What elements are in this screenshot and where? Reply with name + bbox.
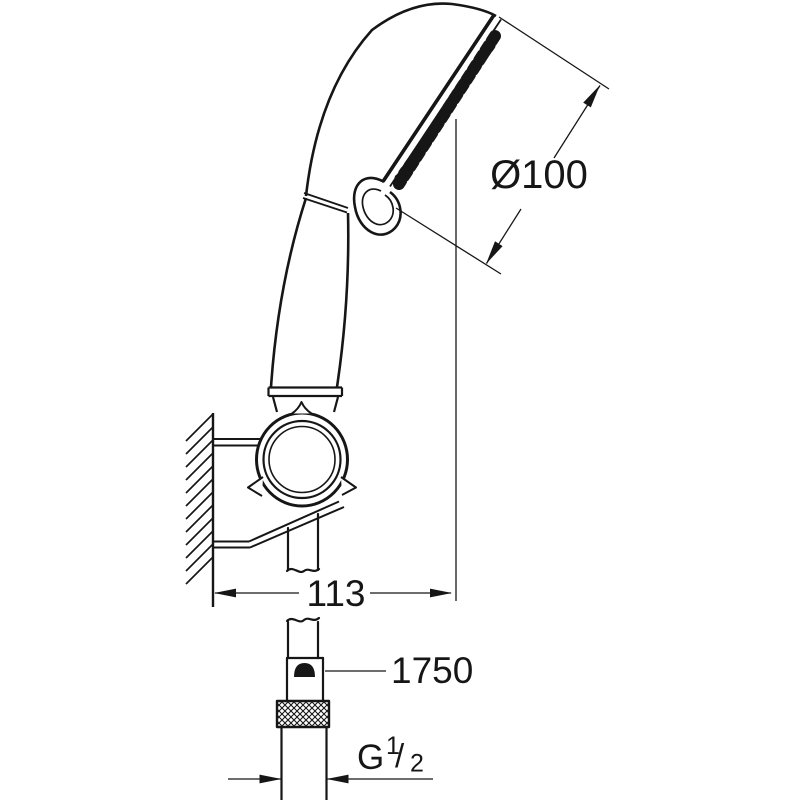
arrowhead — [430, 588, 452, 598]
handle-band — [267, 386, 344, 398]
arrowhead — [259, 774, 282, 784]
spray-nozzles-detail — [394, 42, 496, 182]
holder-top-tab — [291, 401, 313, 415]
spray-face-rim — [381, 14, 496, 183]
wall-hatching — [185, 413, 214, 585]
wall-holder — [247, 396, 357, 508]
shower-head — [302, 2, 502, 214]
head-outline — [304, 2, 497, 197]
shower-handle — [267, 197, 350, 398]
hose-logo-mark — [294, 663, 315, 677]
hose-nut — [275, 699, 331, 729]
dim-thread-g-label: G — [357, 738, 384, 777]
head-groove — [302, 192, 349, 214]
arrowhead — [326, 774, 349, 784]
wall-bracket — [213, 438, 345, 549]
extension-line — [395, 207, 502, 275]
dimension-head-diameter — [395, 16, 610, 275]
extension-line — [498, 16, 610, 90]
holder-right-tab — [340, 476, 357, 496]
holder-left-tab — [247, 476, 264, 497]
dimension-thread — [228, 774, 433, 784]
arrowhead — [486, 241, 503, 264]
dimension-wall-distance — [214, 119, 457, 601]
dim-thread-slash: / — [395, 737, 405, 774]
hanging-loop — [352, 176, 402, 236]
dim-hose-length-label: 1750 — [391, 650, 473, 691]
dim-thread-denominator: 2 — [410, 750, 424, 778]
arrowhead — [214, 588, 236, 598]
arrowhead — [583, 85, 600, 108]
dim-thread-numerator: 1 — [386, 732, 400, 760]
dim-wall-distance-label: 113 — [307, 573, 366, 614]
shower-hose — [280, 512, 328, 800]
dim-head-diameter-label: Ø100 — [490, 153, 588, 197]
